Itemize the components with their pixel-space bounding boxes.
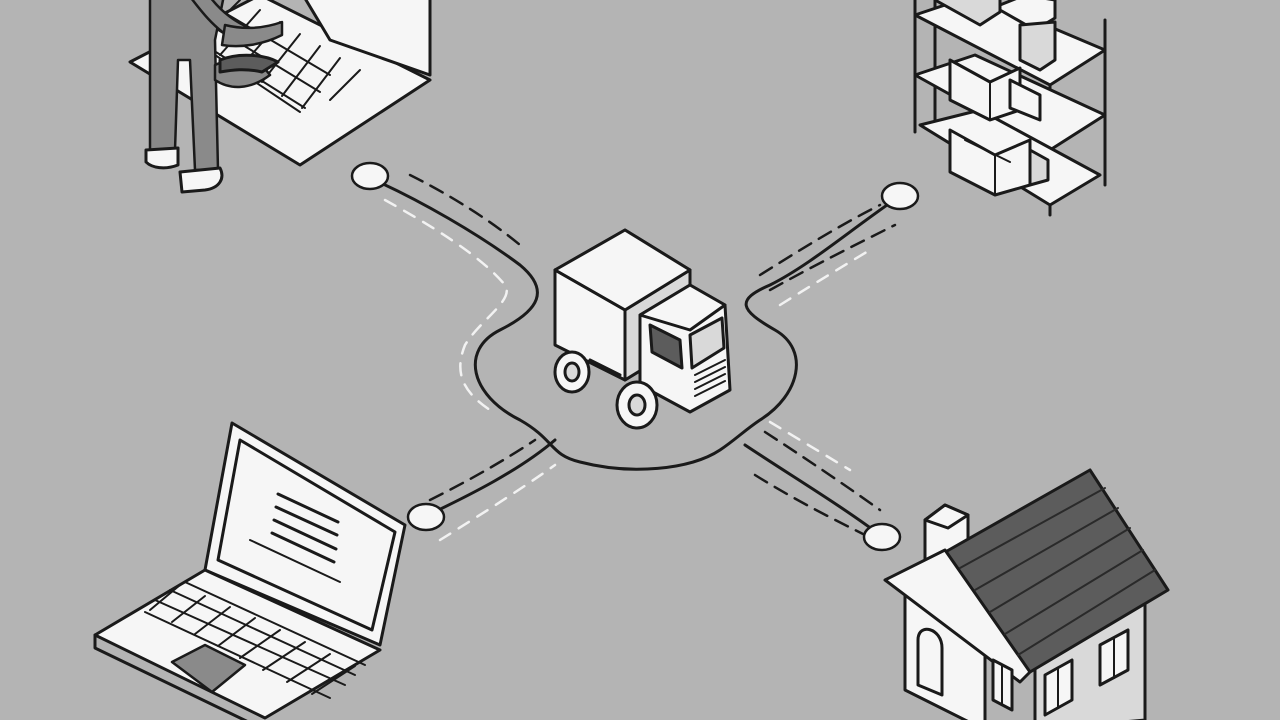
dash-top-right-light <box>778 248 872 307</box>
dash-bottom-right-dark <box>763 430 882 512</box>
dash-top-right-dark-2 <box>768 223 897 292</box>
central-road <box>368 176 902 471</box>
dash-bottom-left-light <box>438 463 557 542</box>
node-top-right <box>880 181 920 211</box>
node-bottom-left <box>406 502 446 532</box>
truck-grille <box>694 359 726 397</box>
road-to-house <box>743 443 882 537</box>
node-top-left <box>350 161 390 191</box>
road-to-left-laptop <box>426 438 557 517</box>
laptop-order-icon <box>93 421 407 720</box>
warehouse-shelf-icon <box>913 0 1107 217</box>
person-typing-laptop-icon <box>128 0 432 194</box>
dash-bottom-left-dark <box>428 438 537 502</box>
dash-bottom-right-light <box>768 420 852 472</box>
dash-top-left-dark <box>408 173 522 247</box>
dash-top-right-dark <box>758 203 882 277</box>
screen-text-lines <box>249 492 341 583</box>
keyboard-keys-left <box>144 581 366 699</box>
dash-top-left-light <box>383 198 508 412</box>
house-icon <box>883 468 1170 720</box>
dash-bottom-right-dark-2 <box>753 473 867 537</box>
roof-shingles <box>959 487 1156 656</box>
delivery-truck-icon <box>553 228 732 430</box>
connection-paths <box>368 173 902 542</box>
node-bottom-right <box>862 522 902 552</box>
